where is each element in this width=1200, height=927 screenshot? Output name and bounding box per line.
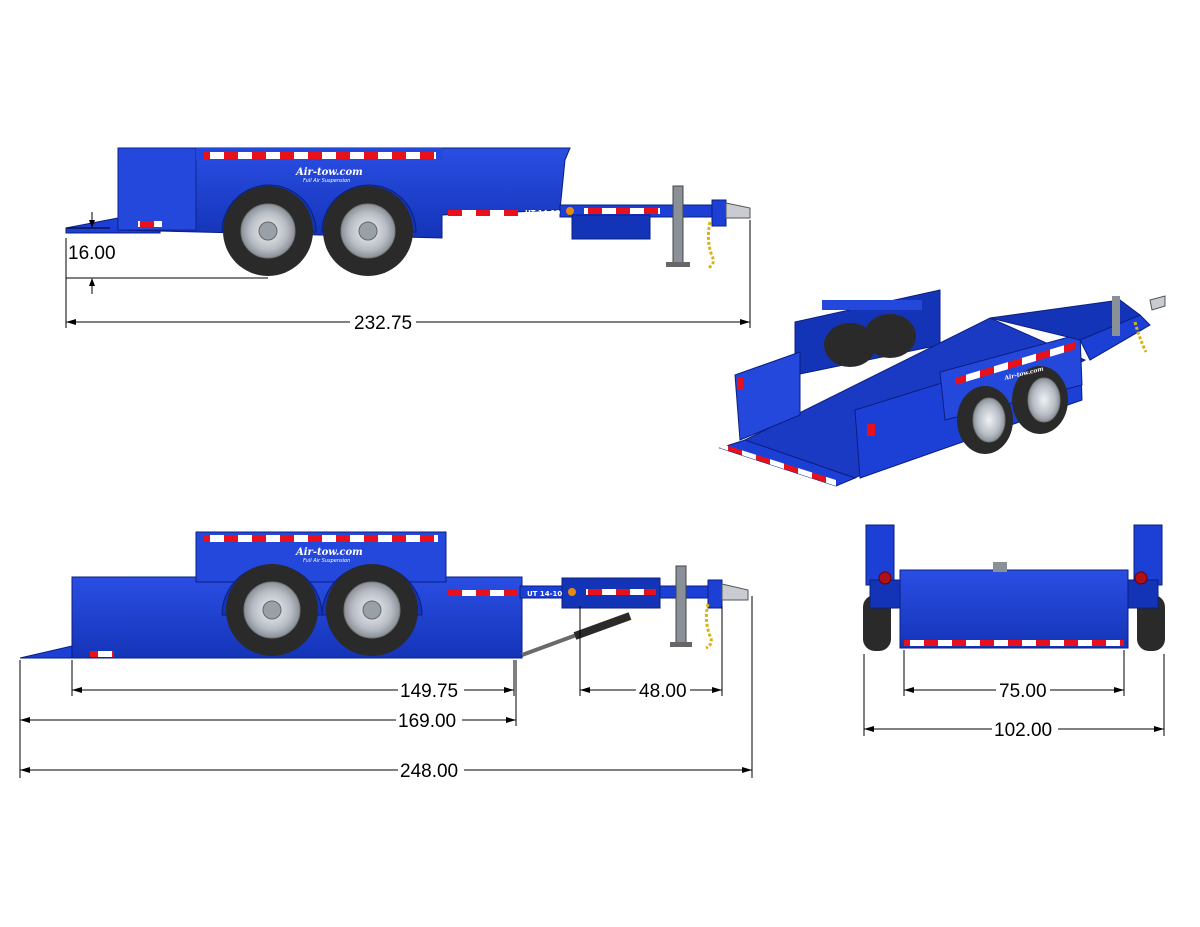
side-reflector-strip xyxy=(448,210,518,216)
wheel-icon xyxy=(226,564,318,656)
wheel-icon xyxy=(1137,595,1165,651)
perspective-view: Air-tow.com UT 14-10 xyxy=(718,289,1166,487)
wheel-icon xyxy=(223,186,313,276)
wheel-icon xyxy=(863,595,891,651)
overall-width-value: 102.00 xyxy=(994,720,1052,741)
brand-logo: Air-tow.com xyxy=(295,167,363,178)
wheel-icon xyxy=(1012,366,1068,434)
deck-height-value: 16.00 xyxy=(68,243,116,264)
side-view-bottom: Air-tow.com Full Air Suspension UT 14-10… xyxy=(19,531,753,782)
model-label: UT 14-10 xyxy=(525,209,560,217)
side-reflector-strip xyxy=(448,590,518,596)
bed-length-value: 169.00 xyxy=(398,711,456,732)
overall-length-dimension xyxy=(20,767,752,773)
overall-length-value: 232.75 xyxy=(354,313,412,334)
deck-height-dimension xyxy=(66,212,268,294)
top-reflector-strip xyxy=(204,535,438,542)
brand-logo: Air-tow.com xyxy=(295,547,363,558)
side-view-top: Air-tow.com Full Air Suspension UT 14-10… xyxy=(65,147,751,334)
wheel-icon xyxy=(326,564,418,656)
tongue-length-value: 48.00 xyxy=(639,681,687,702)
inner-width-value: 75.00 xyxy=(999,681,1047,702)
wheel-icon xyxy=(957,386,1013,454)
rear-view: 75.00 102.00 xyxy=(863,524,1165,741)
wheel-icon xyxy=(323,186,413,276)
brand-tagline: Full Air Suspension xyxy=(303,178,350,184)
brand-tagline: Full Air Suspension xyxy=(303,558,350,564)
overall-length-value: 248.00 xyxy=(400,761,458,782)
top-reflector-strip xyxy=(204,152,436,159)
model-label: UT 14-10 xyxy=(1094,360,1125,374)
deck-length-value: 149.75 xyxy=(400,681,458,702)
model-label: UT 14-10 xyxy=(527,590,562,598)
